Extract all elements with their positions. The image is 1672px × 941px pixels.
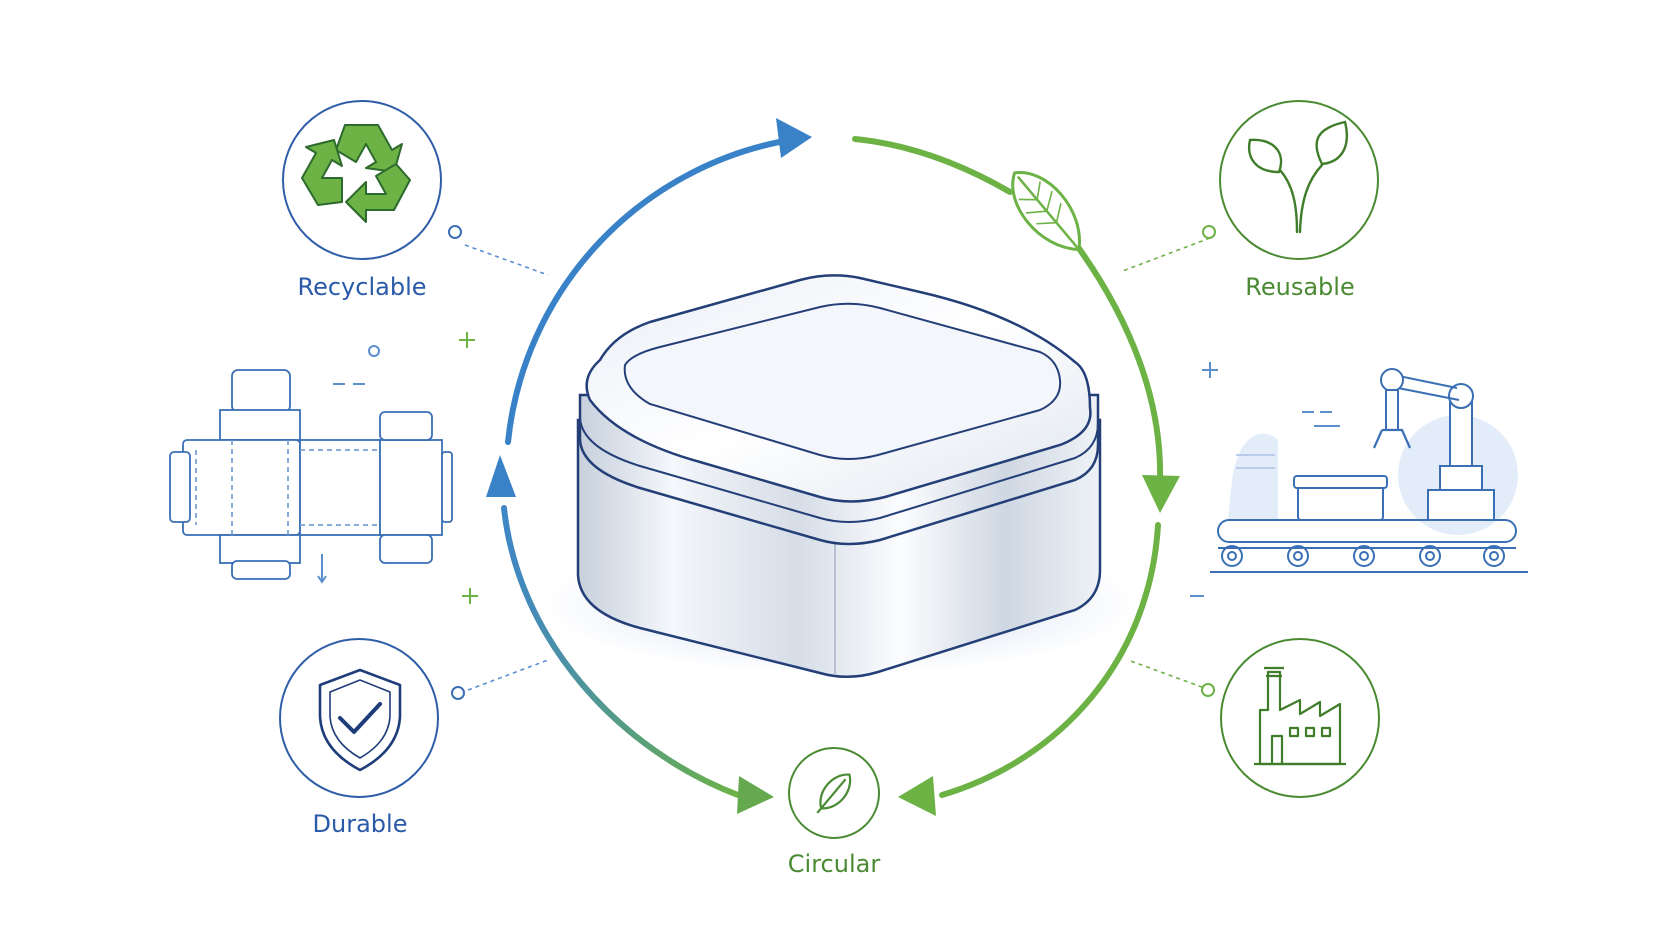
- decorations: [317, 332, 1340, 604]
- label-durable: Durable: [313, 810, 408, 838]
- sprout-leaves-icon: [1247, 120, 1348, 234]
- box-dieline-illustration: [169, 369, 453, 580]
- circular-leaf-icon: [816, 773, 852, 814]
- recycle-icon: [301, 124, 411, 223]
- label-circular: Circular: [788, 850, 881, 878]
- factory-icon: [1254, 666, 1346, 766]
- arrowhead-bottom-right: [898, 776, 936, 816]
- arrowhead-bottom-left: [737, 776, 774, 814]
- durable-badge: [279, 638, 439, 798]
- leaf-icon: [1011, 171, 1091, 264]
- reusable-badge: [1219, 100, 1379, 260]
- shield-check-icon: [318, 668, 402, 772]
- conveyor-robot-arm-illustration: [1210, 368, 1528, 573]
- cycle-arrows: [486, 118, 1180, 816]
- cycle-arrow-bottom-left: [501, 505, 741, 798]
- circular-badge: [788, 747, 880, 839]
- arrowhead-top: [776, 118, 812, 158]
- cycle-arrow-green-top: [852, 136, 1013, 195]
- cycle-arrow-green-bottom: [939, 522, 1161, 798]
- factory-badge: [1220, 638, 1380, 798]
- connector-dots: [448, 225, 1216, 700]
- cycle-arrow-blue-top: [505, 136, 799, 445]
- cycle-arrow-green-right: [1075, 244, 1164, 483]
- label-recyclable: Recyclable: [298, 273, 427, 301]
- label-reusable: Reusable: [1245, 273, 1354, 301]
- recyclable-badge: [282, 100, 442, 260]
- metal-tin-box-illustration: [540, 274, 1140, 678]
- connectors: [464, 237, 1211, 691]
- arrowhead-right: [1142, 475, 1180, 513]
- arrowhead-left: [486, 455, 516, 497]
